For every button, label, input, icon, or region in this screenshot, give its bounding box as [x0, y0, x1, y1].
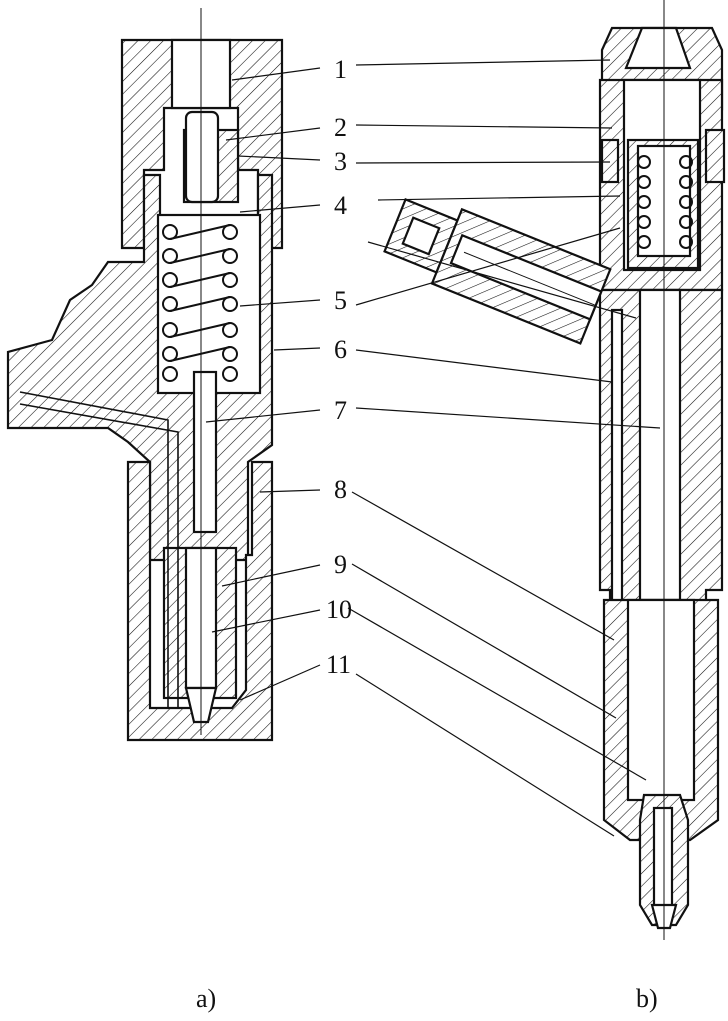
caption-a: a): [196, 984, 216, 1013]
spring-b: [637, 155, 693, 249]
callouts-a: 1 2 3 4 5 6 7 8 9 10 11: [326, 55, 352, 679]
spring-chamber-a: [156, 213, 262, 395]
callout-9: 9: [334, 550, 347, 579]
nozzle-inner-b: [626, 598, 696, 802]
callout-8: 8: [334, 475, 347, 504]
callout-11: 11: [326, 650, 351, 679]
injector-a: [6, 8, 284, 742]
push-rod-bore-b: [638, 288, 682, 602]
push-rod-a: [192, 370, 218, 534]
cap-b-inner: [624, 26, 692, 70]
callout-1: 1: [334, 55, 347, 84]
callout-7: 7: [334, 396, 347, 425]
leaders-b: [347, 59, 661, 837]
caption-b: b): [636, 984, 658, 1013]
fuel-passage-a: [19, 391, 169, 708]
fuel-bore-b: [610, 308, 624, 612]
inlet-connector-b: [383, 198, 612, 345]
injector-b: [383, 0, 726, 940]
collar-b-right: [704, 128, 726, 184]
adjust-screw-a: [184, 110, 220, 204]
leaders-a: [205, 67, 321, 701]
callout-5: 5: [334, 286, 347, 315]
collar-b-left: [600, 138, 620, 184]
needle-b: [652, 806, 674, 910]
callout-6: 6: [334, 335, 347, 364]
callout-4: 4: [334, 191, 347, 220]
fuel-passage-a2: [19, 403, 179, 708]
spring-a: [162, 224, 238, 382]
callout-3: 3: [334, 147, 347, 176]
callout-2: 2: [334, 113, 347, 142]
callout-10: 10: [326, 595, 352, 624]
nozzle-nut-a: [126, 460, 274, 742]
